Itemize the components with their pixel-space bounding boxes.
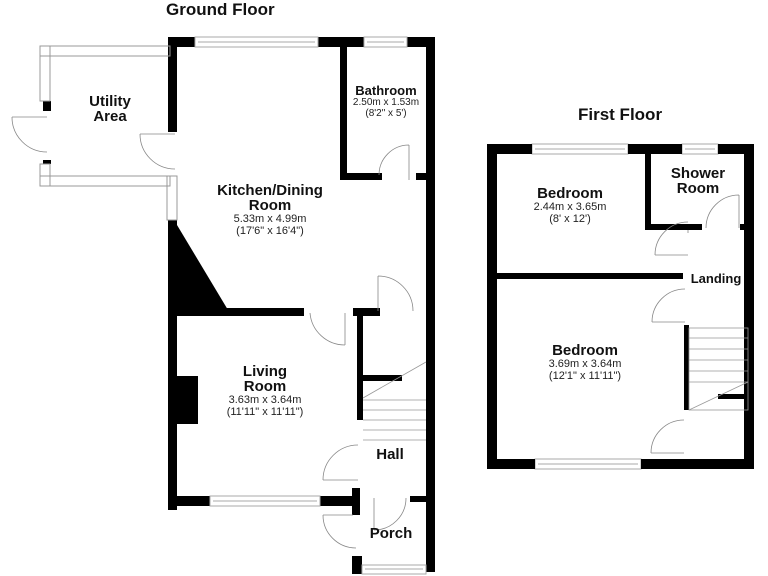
room-name-line2: Room [676, 180, 720, 197]
ground-floor-walls [43, 37, 435, 574]
room-landing: Landing [689, 272, 743, 285]
room-hall: Hall [370, 447, 410, 462]
room-name-line2: Room [248, 197, 292, 214]
room-utility-area: Utility Area [82, 94, 138, 124]
first-floor-walls [487, 144, 754, 469]
ground-floor-title: Ground Floor [166, 0, 275, 19]
first-floor-stairs [688, 327, 749, 411]
ground-stairs [362, 361, 427, 441]
room-dimensions-imperial: (12'1" x 11'11") [548, 370, 622, 383]
room-dimensions-metric: 5.33m x 4.99m [233, 213, 307, 225]
room-kitchen-dining: Kitchen/Dining Room 5.33m x 4.99m (17'6"… [210, 183, 330, 237]
room-living-room: Living Room 3.63m x 3.64m (11'11" x 11'1… [210, 364, 320, 418]
windows [194, 36, 719, 575]
utility-walls [39, 45, 178, 221]
room-name: Bedroom [537, 185, 603, 202]
room-name: Porch [369, 525, 413, 542]
room-name: Hall [376, 446, 404, 463]
door-swings [11, 116, 414, 549]
room-dimensions-imperial: (8'2" x 5') [365, 108, 407, 119]
room-dimensions-imperial: (17'6" x 16'4") [236, 225, 304, 238]
room-bedroom-large: Bedroom 3.69m x 3.64m (12'1" x 11'11") [530, 343, 640, 382]
room-name: Kitchen/Dining [217, 182, 323, 199]
room-bedroom-small: Bedroom 2.44m x 3.65m (8' x 12') [522, 186, 618, 225]
room-porch: Porch [367, 526, 415, 541]
room-dimensions-metric: 2.50m x 1.53m [352, 97, 420, 108]
room-name-line2: Area [93, 108, 127, 125]
room-dimensions-imperial: (11'11" x 11'11") [226, 406, 304, 419]
room-bathroom: Bathroom 2.50m x 1.53m (8'2" x 5') [346, 84, 426, 119]
room-name: Bathroom [355, 83, 417, 98]
room-dimensions-metric: 2.44m x 3.65m [533, 201, 607, 213]
first-floor-doors [650, 194, 740, 454]
room-shower-room: Shower Room [662, 166, 734, 196]
room-name-line2: Room [243, 378, 287, 395]
room-name: Landing [690, 271, 742, 286]
room-name: Bedroom [552, 342, 618, 359]
room-dimensions-metric: 3.63m x 3.64m [228, 394, 302, 406]
room-name: Shower [670, 165, 726, 182]
room-dimensions-metric: 3.69m x 3.64m [548, 358, 622, 370]
first-floor-title: First Floor [578, 105, 663, 124]
room-name: Living [242, 363, 288, 380]
room-name: Utility [89, 93, 131, 110]
room-dimensions-imperial: (8' x 12') [549, 213, 591, 226]
